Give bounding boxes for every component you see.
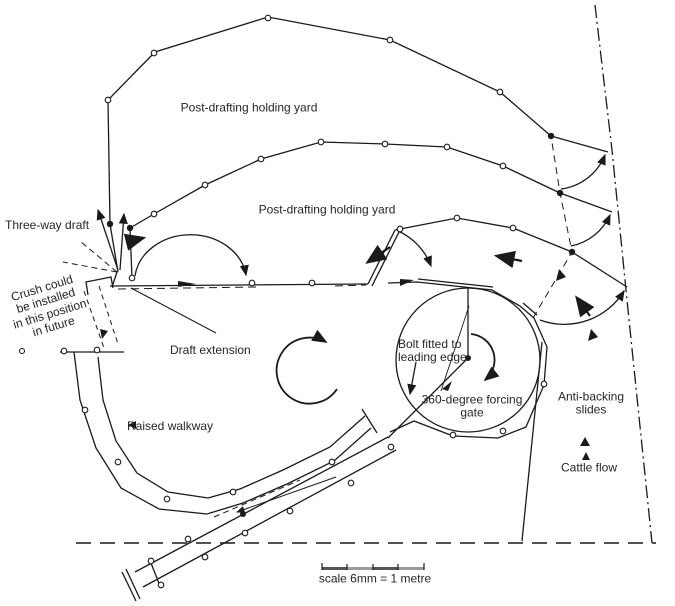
fence-posts (18, 14, 548, 589)
inner-yard-fence (109, 217, 573, 290)
anti-backing-label: Anti-backing slides (557, 389, 625, 417)
rotation-arrow (275, 329, 338, 405)
three-way-draft-label: Three-way draft (5, 218, 90, 232)
holding-yard-middle-label: Post-drafting holding yard (258, 202, 396, 217)
outer-yard-fence (107, 16, 552, 225)
gate-pivot-dots (106, 132, 576, 517)
future-crush-race (60, 276, 124, 353)
three-way-draft-gates (62, 208, 147, 288)
holding-yard-top-label: Post-drafting holding yard (180, 100, 318, 115)
bolt-label: Bolt fitted to leading edge (398, 337, 467, 365)
forcing-yard (387, 278, 548, 542)
cattle-flow-up-icon (580, 437, 590, 460)
draft-extension-leader (130, 287, 217, 334)
raised-walkway-rails (73, 351, 378, 515)
walkway-pointer-icon (128, 421, 136, 429)
entry-race (121, 436, 397, 602)
raised-walkway-label: Raised walkway (127, 419, 214, 433)
draft-pound-gate-arc (134, 234, 249, 277)
raised-walkway-label-row: Raised walkway (127, 419, 214, 433)
boundary-fence-dashdot (594, 4, 653, 544)
forcing-gate-label: 360-degree forcing gate (421, 392, 523, 420)
scale-bar (321, 563, 425, 570)
scale-label: scale 6mm = 1 metre (318, 571, 432, 586)
draft-extension-label: Draft extension (170, 343, 251, 357)
receiving-yard-gate (365, 230, 432, 268)
anti-backing-slides (493, 135, 628, 341)
cattle-flow-label: Cattle flow (560, 460, 618, 475)
